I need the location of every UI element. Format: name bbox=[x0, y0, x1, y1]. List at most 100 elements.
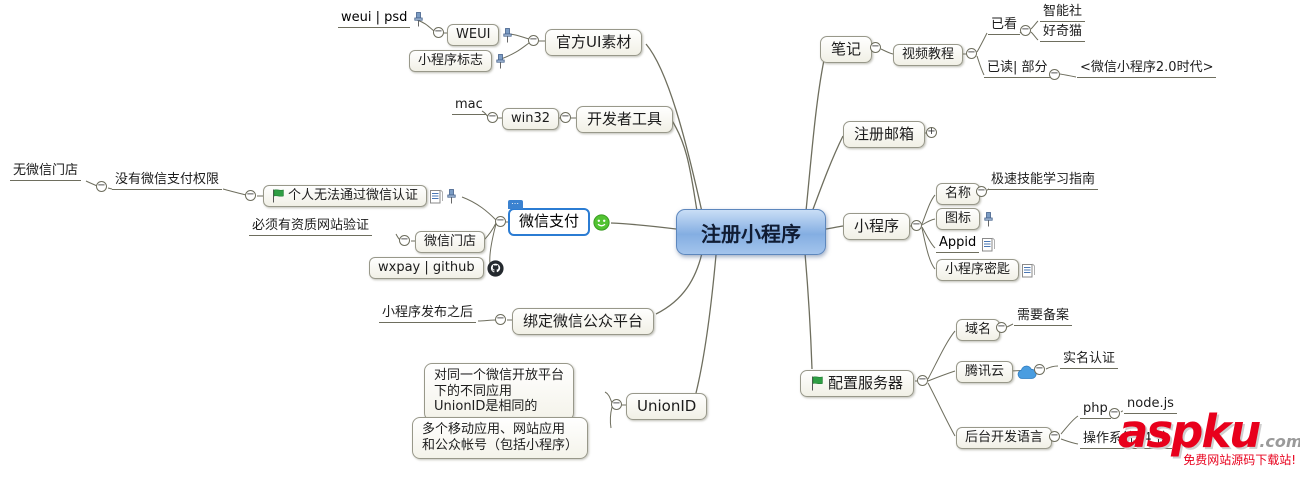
topic-reg-email[interactable]: 注册邮箱 bbox=[843, 121, 926, 148]
topic-label: 微信门店 bbox=[424, 234, 477, 249]
topic-label: 名称 bbox=[945, 186, 972, 201]
topic-label: 配置服务器 bbox=[828, 374, 904, 392]
topic-backend-lang[interactable]: 后台开发语言 bbox=[956, 427, 1053, 449]
collapse-button[interactable]: − bbox=[487, 111, 498, 123]
topic-store[interactable]: 微信门店 bbox=[415, 231, 486, 253]
collapse-button[interactable]: − bbox=[560, 111, 571, 123]
collapse-button[interactable]: − bbox=[966, 47, 977, 59]
topic-unionid-note-2[interactable]: 多个移动应用、网站应用 和公众帐号（包括小程序） bbox=[412, 417, 589, 459]
collapse-button[interactable]: − bbox=[911, 219, 922, 231]
collapse-button[interactable]: − bbox=[1109, 407, 1120, 419]
notes-icon[interactable] bbox=[982, 237, 996, 252]
topic-box: 配置服务器 bbox=[800, 370, 915, 397]
wechat-icon bbox=[593, 213, 610, 231]
topic-win32[interactable]: win32 bbox=[502, 108, 560, 130]
topic-label: 图标 bbox=[936, 208, 981, 230]
watermark-tld: .com bbox=[1259, 432, 1300, 451]
topic-video-tutorial[interactable]: 视频教程 bbox=[893, 44, 964, 66]
github-icon[interactable] bbox=[487, 259, 504, 277]
topic-label: 小程序密匙 bbox=[936, 259, 1020, 281]
attachment-icon[interactable] bbox=[413, 11, 424, 27]
selected-topic-box[interactable]: ⋯ 微信支付 bbox=[508, 200, 591, 236]
topic-appid[interactable]: Appid bbox=[936, 235, 996, 253]
topic-label: 注册邮箱 bbox=[854, 125, 915, 143]
topic-label: win32 bbox=[511, 111, 551, 126]
topic-mac[interactable]: mac bbox=[452, 97, 486, 115]
topic-weui[interactable]: WEUI bbox=[447, 24, 513, 46]
expand-button[interactable]: + bbox=[926, 126, 937, 138]
topic-label: 官方UI素材 bbox=[556, 33, 632, 51]
collapse-button[interactable]: − bbox=[1034, 363, 1045, 375]
topic-app-secret[interactable]: 小程序密匙 bbox=[936, 259, 1036, 281]
collapse-button[interactable]: − bbox=[917, 374, 928, 386]
central-topic[interactable]: 注册小程序 bbox=[676, 209, 826, 255]
collapse-button[interactable]: − bbox=[611, 398, 622, 410]
collapse-button[interactable]: − bbox=[96, 180, 107, 192]
topic-read-partial[interactable]: 已读| 部分 bbox=[984, 60, 1051, 78]
topic-label: WEUI bbox=[447, 24, 500, 46]
notes-icon[interactable] bbox=[430, 189, 444, 204]
topic-tencent-cloud[interactable]: 腾讯云 bbox=[956, 361, 1038, 383]
collapse-button[interactable]: − bbox=[245, 189, 256, 201]
topic-wechat-pay[interactable]: ⋯ 微信支付 bbox=[508, 200, 610, 236]
topic-label: UnionID bbox=[637, 397, 697, 415]
topic-zhinengshe[interactable]: 智能社 bbox=[1040, 4, 1086, 22]
topic-label: 笔记 bbox=[831, 40, 862, 58]
collapse-button[interactable]: − bbox=[976, 185, 987, 197]
topic-personal-cert[interactable]: 个人无法通过微信认证 bbox=[263, 185, 457, 207]
collapse-button[interactable]: − bbox=[528, 34, 539, 46]
watermark-tagline: 免费网站源码下载站! bbox=[1183, 453, 1296, 467]
topic-no-store[interactable]: 无微信门店 bbox=[10, 163, 82, 181]
collapse-button[interactable]: − bbox=[495, 215, 506, 227]
topic-ui-assets[interactable]: 官方UI素材 bbox=[545, 29, 643, 56]
topic-label: wxpay | github bbox=[369, 257, 484, 279]
topic-book[interactable]: <微信小程序2.0时代> bbox=[1077, 60, 1217, 78]
topic-watched[interactable]: 已看 bbox=[988, 17, 1021, 35]
collapse-button[interactable]: − bbox=[1049, 430, 1060, 442]
topic-dev-tools[interactable]: 开发者工具 bbox=[576, 106, 674, 133]
topic-nodejs[interactable]: node.js bbox=[1124, 396, 1177, 414]
collapse-button[interactable]: − bbox=[1020, 24, 1031, 36]
collapse-button[interactable]: − bbox=[495, 313, 506, 325]
topic-realname[interactable]: 实名认证 bbox=[1060, 351, 1119, 369]
attachment-icon[interactable] bbox=[446, 188, 457, 204]
topic-label: 后台开发语言 bbox=[965, 430, 1044, 445]
cloud-icon bbox=[1017, 365, 1037, 379]
collapse-button[interactable]: − bbox=[1049, 68, 1060, 80]
topic-haoqimao[interactable]: 好奇猫 bbox=[1040, 24, 1086, 42]
topic-unionid-note-1[interactable]: 对同一个微信开放平台 下的不同应用 UnionID是相同的 bbox=[424, 363, 575, 421]
collapse-button[interactable]: − bbox=[399, 234, 410, 246]
attachment-icon[interactable] bbox=[983, 211, 994, 227]
topic-label: weui | psd bbox=[338, 10, 411, 28]
topic-qualified-site[interactable]: 必须有资质网站验证 bbox=[249, 218, 373, 236]
watermark-brand-line: aspku.com bbox=[1118, 409, 1300, 454]
notes-icon[interactable] bbox=[1022, 263, 1036, 278]
topic-config-server[interactable]: 配置服务器 bbox=[800, 370, 915, 397]
topic-php[interactable]: php bbox=[1080, 401, 1111, 419]
selection-tab[interactable]: ⋯ bbox=[508, 200, 523, 209]
topic-domain[interactable]: 域名 bbox=[956, 319, 1001, 341]
topic-weui-psd[interactable]: weui | psd bbox=[338, 10, 424, 28]
topic-label: 微信支付 bbox=[519, 212, 580, 230]
topic-unionid[interactable]: UnionID bbox=[626, 393, 708, 420]
collapse-button[interactable]: − bbox=[433, 26, 444, 38]
topic-box: 个人无法通过微信认证 bbox=[263, 185, 428, 207]
attachment-icon[interactable] bbox=[495, 53, 506, 69]
topic-os64[interactable]: 操作系统64 位 bbox=[1080, 431, 1172, 449]
topic-bind-mp[interactable]: 绑定微信公众平台 bbox=[512, 308, 655, 335]
topic-name-value[interactable]: 极速技能学习指南 bbox=[988, 172, 1099, 190]
topic-name[interactable]: 名称 bbox=[936, 183, 981, 205]
attachment-icon[interactable] bbox=[502, 27, 513, 43]
topic-no-pay-perm[interactable]: 没有微信支付权限 bbox=[112, 172, 223, 190]
topic-mini-logo[interactable]: 小程序标志 bbox=[409, 50, 506, 72]
topic-notes[interactable]: 笔记 bbox=[820, 36, 873, 63]
topic-icon[interactable]: 图标 bbox=[936, 208, 994, 230]
topic-beian[interactable]: 需要备案 bbox=[1014, 308, 1073, 326]
collapse-button[interactable]: − bbox=[870, 41, 881, 53]
topic-after-publish[interactable]: 小程序发布之后 bbox=[379, 305, 477, 323]
topic-mini-program[interactable]: 小程序 bbox=[843, 213, 911, 240]
topic-label: 开发者工具 bbox=[587, 110, 663, 128]
flag-icon bbox=[812, 375, 823, 390]
collapse-button[interactable]: − bbox=[996, 321, 1007, 333]
topic-wxpay-github[interactable]: wxpay | github bbox=[369, 257, 504, 279]
